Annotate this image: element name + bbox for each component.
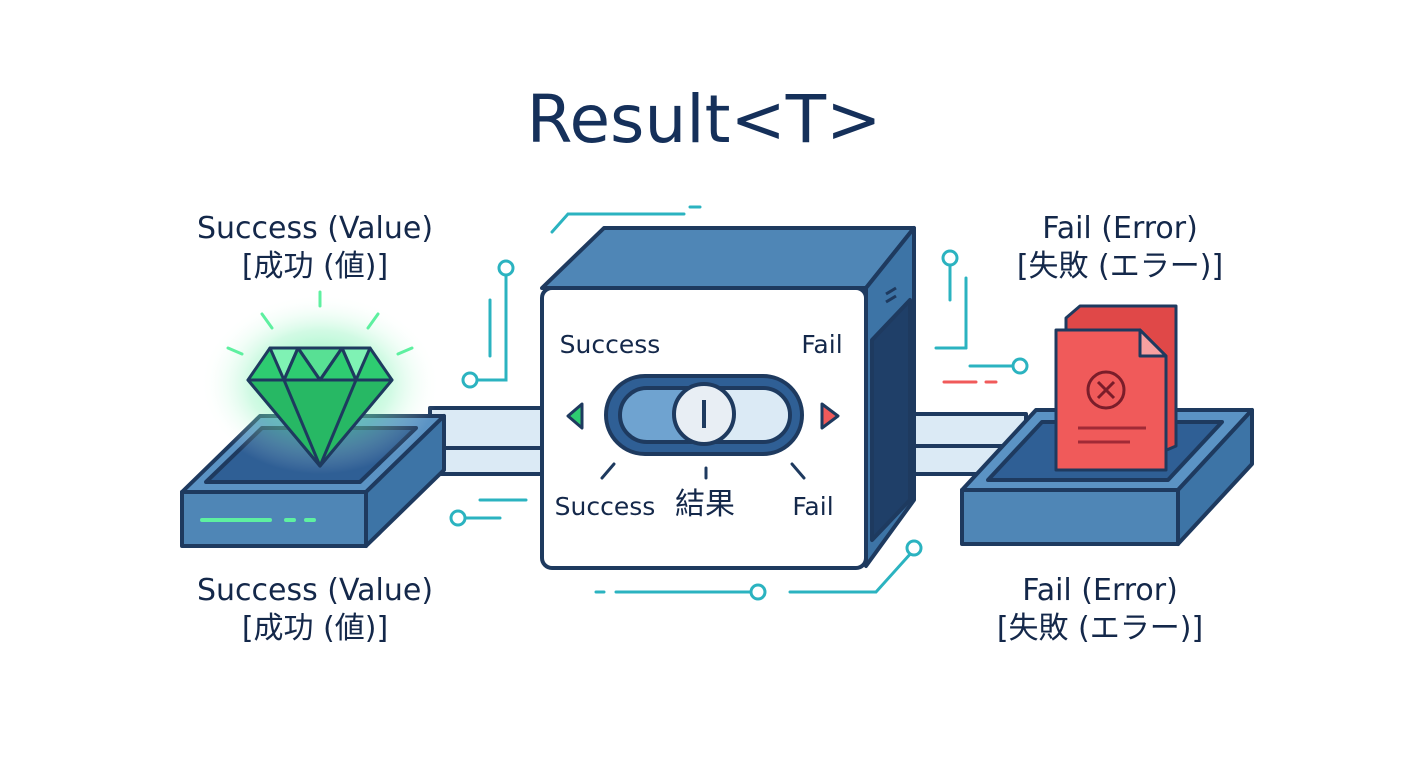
success-label-top-en: Success (Value) [196,211,434,246]
success-label-bottom-en: Success (Value) [196,573,434,608]
success-label-top-ja: [成功 (値)] [241,249,389,284]
fail-label-top-ja: [失敗 (エラー)] [1016,249,1224,284]
switch-label-success-bottom: Success [554,492,656,521]
switch-label-fail-top: Fail [801,330,843,359]
circuit-lines [449,205,1029,601]
diagram-title: Result<T> [526,81,882,158]
error-document-icon [1054,304,1178,472]
gem-icon [246,346,394,468]
pipe-left [428,406,550,476]
success-label-bottom-ja: [成功 (値)] [241,611,389,646]
toggle-tick-marks [600,462,806,480]
success-label-top: Success (Value) [成功 (値)] [160,210,470,286]
gem-sparkle-rays [226,290,414,356]
fail-label-top-en: Fail (Error) [1042,211,1198,246]
arrow-left-green-icon [566,402,584,430]
switch-box-vents [885,286,897,304]
fail-label-bottom-ja: [失敗 (エラー)] [996,611,1204,646]
switch-label-result: 結果 [675,487,735,522]
switch-label-fail-bottom: Fail [792,492,834,521]
fail-label-top: Fail (Error) [失敗 (エラー)] [990,210,1250,286]
fail-label-bottom: Fail (Error) [失敗 (エラー)] [970,572,1230,648]
switch-label-success-top: Success [559,330,661,359]
success-label-bottom: Success (Value) [成功 (値)] [160,572,470,648]
fail-label-bottom-en: Fail (Error) [1022,573,1178,608]
arrow-right-red-icon [820,402,840,430]
toggle-switch-icon [604,374,804,456]
